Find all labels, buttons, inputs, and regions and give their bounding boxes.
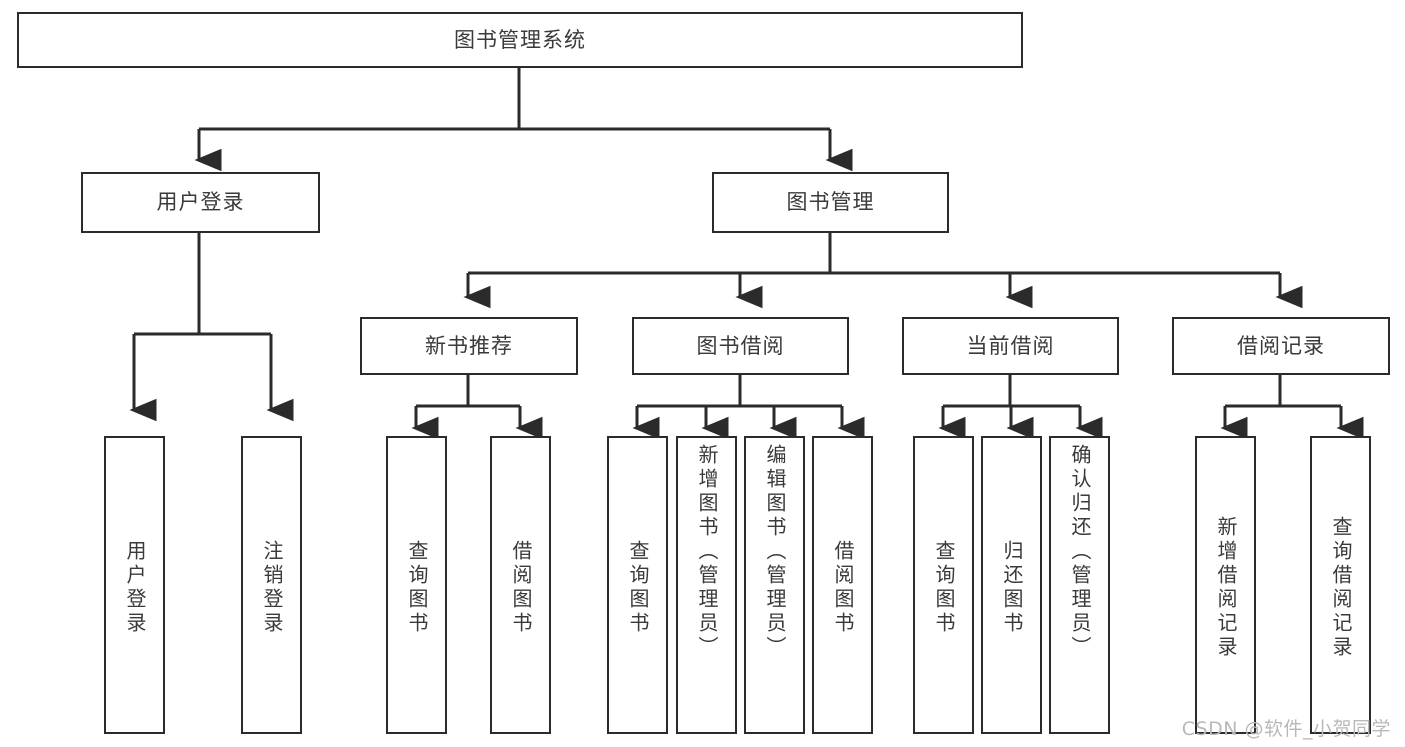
node-label: 图书管理系统 (454, 27, 586, 52)
node-label: 借阅图书 (509, 540, 533, 636)
leaf-confirm-return-admin[interactable]: 确认归还（管理员） (1049, 436, 1110, 734)
leaf-add-book-admin[interactable]: 新增图书（管理员） (676, 436, 737, 734)
leaf-edit-book-admin[interactable]: 编辑图书（管理员） (744, 436, 805, 734)
node-label: 用户登录 (156, 190, 245, 215)
node-label: 新书推荐 (425, 333, 513, 358)
node-root-system[interactable]: 图书管理系统 (17, 12, 1023, 68)
node-label: 注销登录 (260, 540, 284, 636)
leaf-borrow-book-recommend[interactable]: 借阅图书 (490, 436, 551, 734)
leaf-user-login[interactable]: 用户登录 (104, 436, 165, 734)
node-label: 归还图书 (1000, 540, 1024, 636)
leaf-query-borrow-record[interactable]: 查询借阅记录 (1310, 436, 1371, 734)
leaf-borrow-book[interactable]: 借阅图书 (812, 436, 873, 734)
node-book-borrow[interactable]: 图书借阅 (632, 317, 849, 375)
node-label: 新增借阅记录 (1214, 516, 1238, 660)
node-book-management[interactable]: 图书管理 (712, 172, 949, 233)
node-label: 用户登录 (123, 540, 147, 636)
node-label: 编辑图书（管理员） (763, 444, 787, 660)
node-label: 图书借阅 (696, 333, 785, 358)
node-label: 借阅图书 (831, 540, 855, 636)
leaf-add-borrow-record[interactable]: 新增借阅记录 (1195, 436, 1256, 734)
node-label: 确认归还（管理员） (1068, 444, 1092, 660)
node-borrow-record[interactable]: 借阅记录 (1172, 317, 1390, 375)
node-new-book-recommend[interactable]: 新书推荐 (360, 317, 578, 375)
node-label: 查询图书 (932, 540, 956, 636)
node-label: 查询借阅记录 (1329, 516, 1353, 660)
leaf-return-book[interactable]: 归还图书 (981, 436, 1042, 734)
node-label: 新增图书（管理员） (695, 444, 719, 660)
node-label: 查询图书 (626, 540, 650, 636)
leaf-query-book-borrow[interactable]: 查询图书 (607, 436, 668, 734)
node-label: 图书管理 (786, 190, 875, 215)
leaf-query-book-recommend[interactable]: 查询图书 (386, 436, 447, 734)
node-label: 查询图书 (405, 540, 429, 636)
node-label: 借阅记录 (1237, 333, 1325, 358)
node-current-borrow[interactable]: 当前借阅 (902, 317, 1119, 375)
node-label: 当前借阅 (966, 333, 1055, 358)
leaf-query-book-current[interactable]: 查询图书 (913, 436, 974, 734)
node-user-login[interactable]: 用户登录 (81, 172, 320, 233)
watermark-text: CSDN @软件_小贺同学 (1181, 718, 1391, 740)
leaf-logout[interactable]: 注销登录 (241, 436, 302, 734)
